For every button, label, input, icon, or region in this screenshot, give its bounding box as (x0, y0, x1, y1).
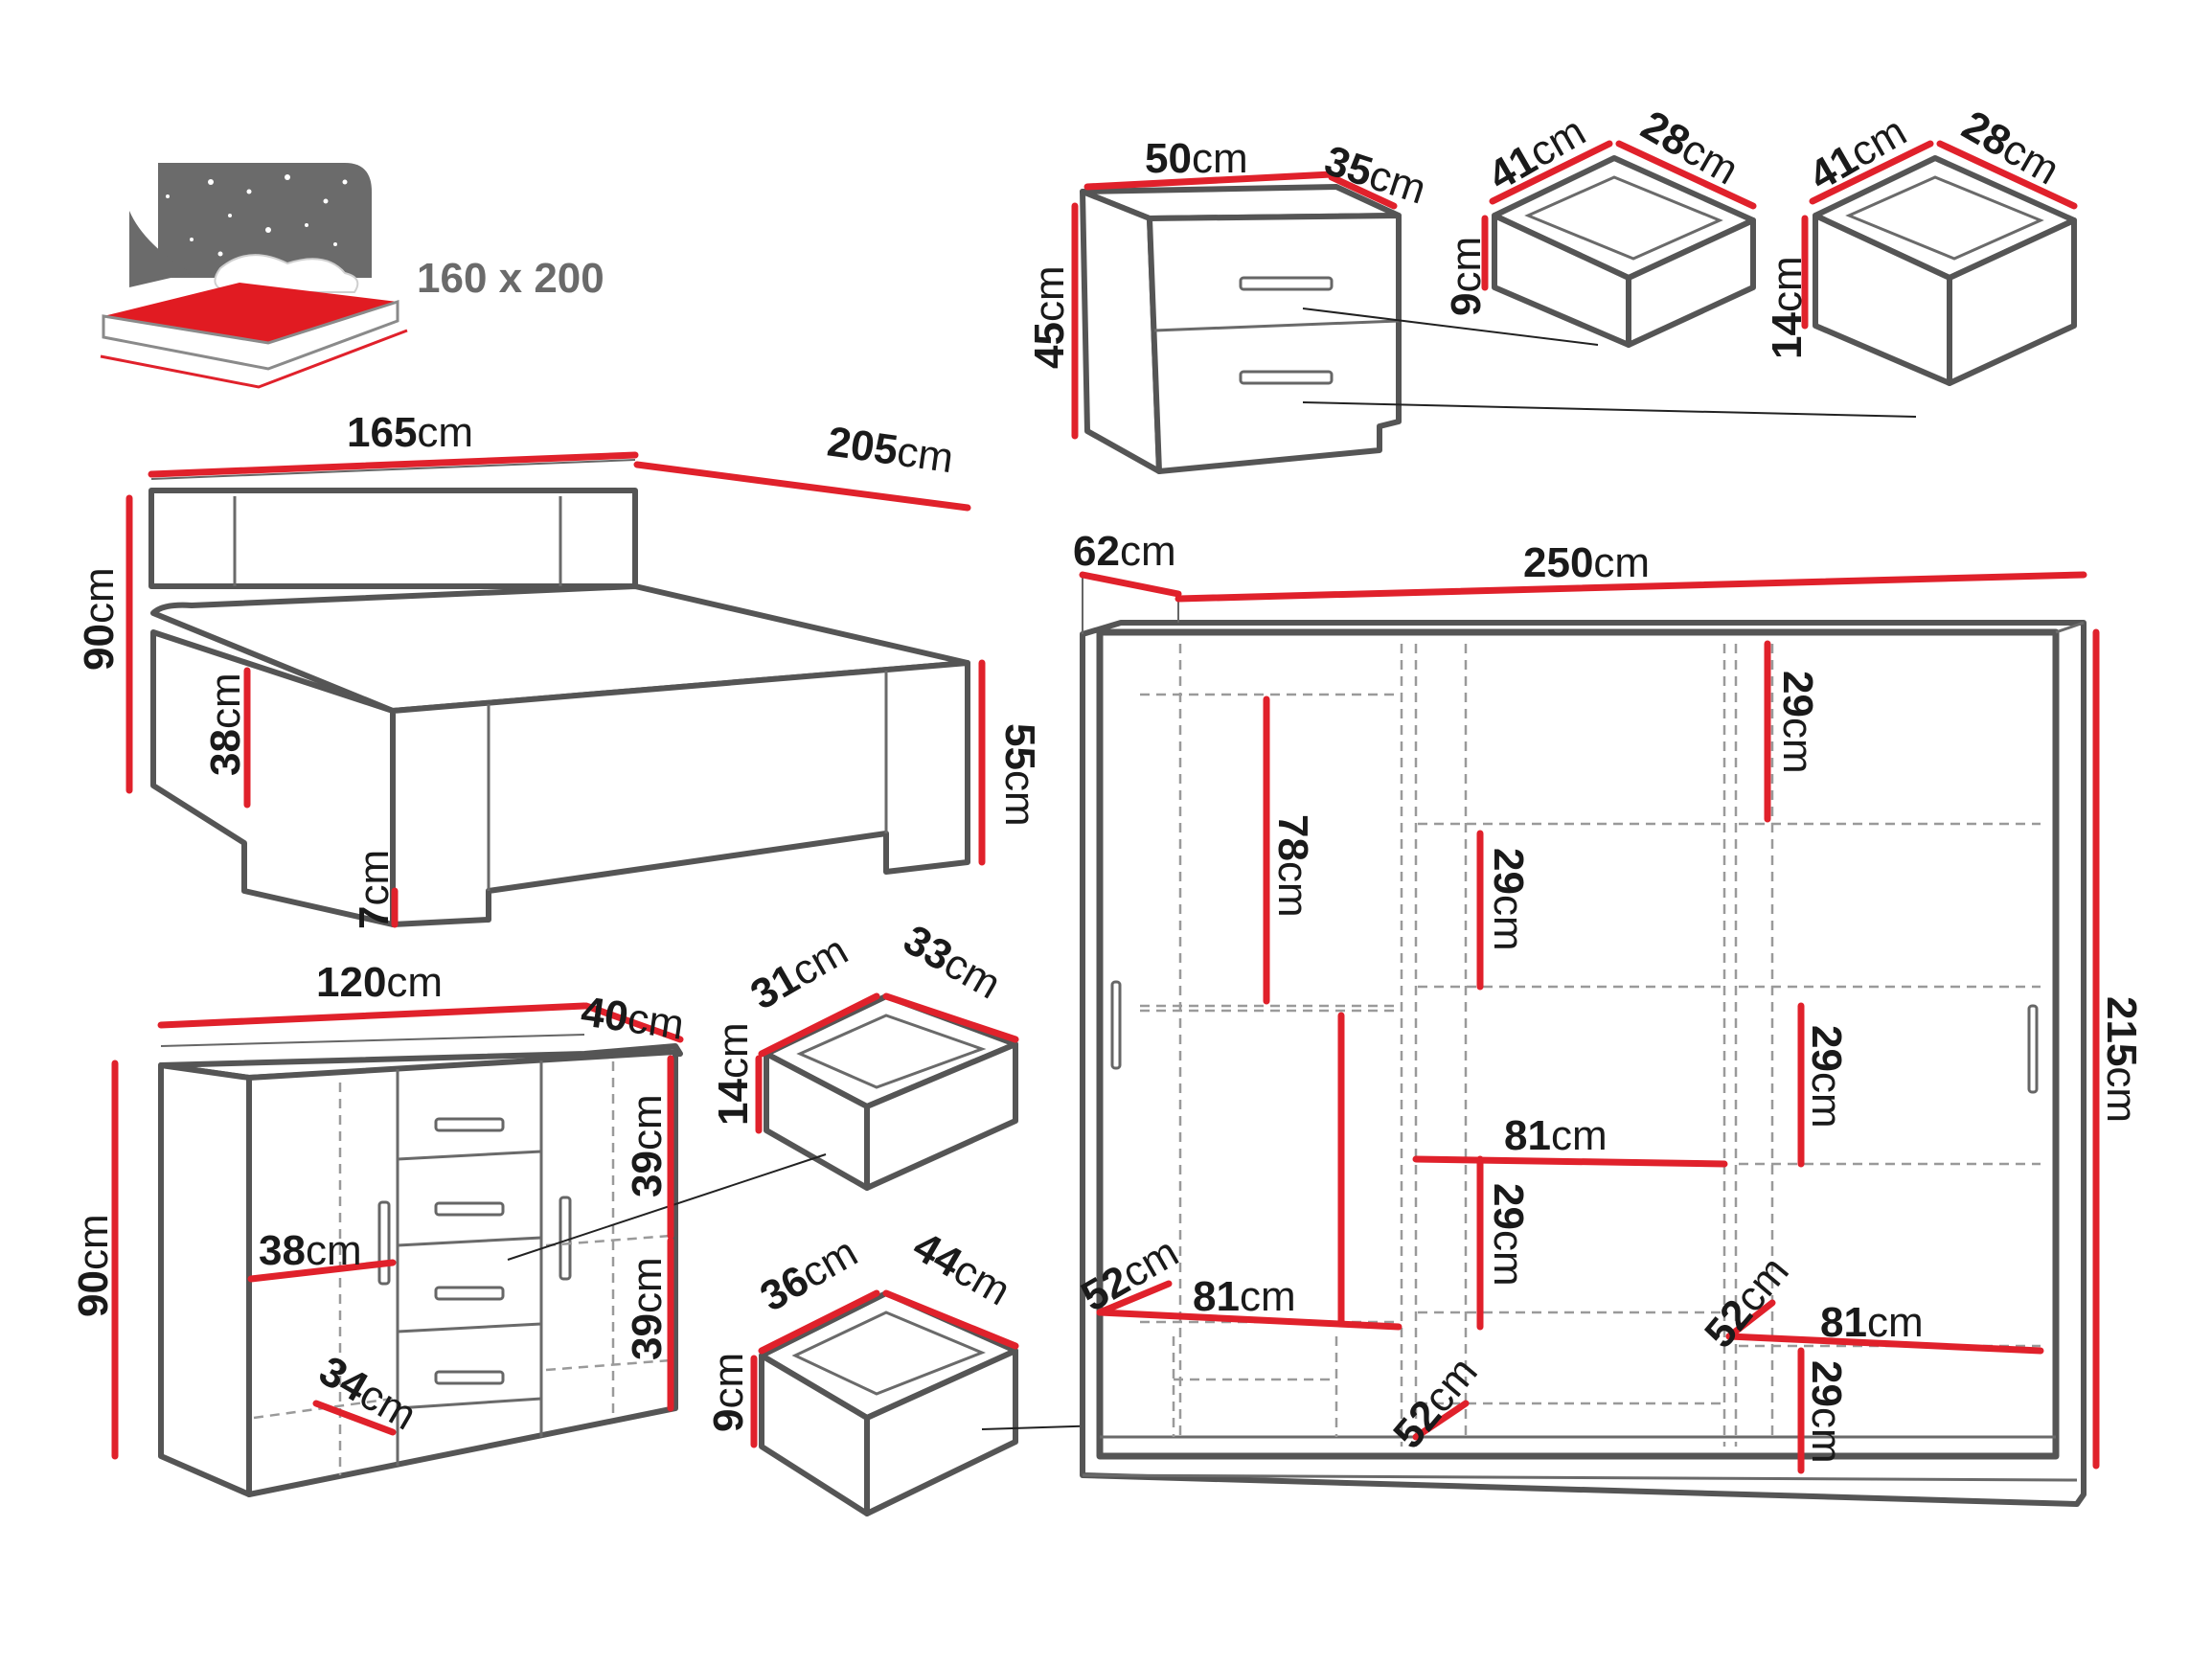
nightstand (1080, 184, 1402, 474)
mattress-side-icon (102, 299, 399, 371)
wardrobe (1080, 575, 2087, 1507)
label-small-drawer-height: 14cm (710, 1022, 757, 1126)
dim-ns-depth (1328, 173, 1398, 210)
dimension-lines (111, 140, 2100, 1474)
dim-dt-depth (1615, 140, 1757, 210)
label-bed-width: 165cm (347, 409, 473, 456)
nightstand-handle-bottom (1239, 370, 1334, 385)
dresser (158, 1034, 683, 1497)
dim-wr-width (1174, 571, 2087, 603)
wardrobe-front (1096, 628, 2060, 1460)
label-dresser-lower-height: 39cm (624, 1257, 671, 1360)
label-large-drawer-height: 9cm (705, 1353, 752, 1432)
dresser-side (158, 1062, 252, 1497)
dim-dr-width (157, 1002, 588, 1029)
headboard-starry-icon (158, 163, 372, 278)
dim-bed-length (633, 461, 971, 512)
bed (148, 459, 970, 927)
label-bed-side-height: 38cm (202, 672, 249, 776)
label-wardrobe-width: 250cm (1523, 539, 1650, 586)
dim-ld-depth (882, 1289, 1019, 1350)
leader-drawer-bottom (1302, 401, 1917, 418)
label-dresser-height: 90cm (70, 1214, 117, 1317)
bed-mattress-icon: 160 x 200 (100, 163, 604, 389)
label-wardrobe-depth: 62cm (1073, 528, 1176, 575)
dim-dr-shelfd (312, 1400, 397, 1436)
label-bed-leg-height: 7cm (351, 850, 398, 929)
label-bed-frame-height: 55cm (996, 723, 1043, 827)
label-wardrobe-middle-width: 81cm (1504, 1112, 1608, 1159)
label-dresser-shelf-width: 38cm (259, 1227, 362, 1274)
label-bed-height: 90cm (76, 567, 123, 671)
label-bed-length: 205cm (825, 418, 957, 482)
label-nightstand-width: 50cm (1145, 135, 1248, 182)
dim-wr-mw (1412, 1155, 1728, 1168)
dresser-drawer-large (759, 1290, 1018, 1516)
label-wardrobe-hanging-height: 78cm (1269, 814, 1316, 918)
dresser-drawer-small (764, 993, 1018, 1191)
dim-db-depth (1936, 140, 2078, 210)
label-wardrobe-left-width: 81cm (1193, 1273, 1296, 1320)
dim-wr-rw (1725, 1333, 2044, 1355)
label-dresser-upper-height: 39cm (624, 1094, 671, 1197)
nightstand-drawer-bottom (1813, 155, 2077, 386)
label-wardrobe-right-shelf-3: 29cm (1803, 1360, 1850, 1464)
bed-headboard (148, 488, 638, 589)
stars-icon (166, 174, 348, 257)
dresser-handle-left (377, 1200, 391, 1286)
wardrobe-body (1080, 620, 2087, 1507)
label-wardrobe-middle-shelf-1: 29cm (1485, 848, 1532, 951)
label-dresser-depth: 40cm (579, 988, 687, 1048)
dim-ld-width (758, 1289, 880, 1355)
dresser-front (246, 1049, 678, 1497)
dim-ns-width (1083, 171, 1335, 191)
dresser-handle-right (559, 1196, 572, 1281)
dim-wr-ld (1096, 1280, 1173, 1316)
label-nightstand-height: 45cm (1026, 265, 1073, 369)
label-small-drawer-width: 31cm (743, 926, 856, 1018)
label-large-drawer-depth: 44cm (905, 1222, 1018, 1314)
dim-dt-width (1489, 140, 1613, 205)
label-drawer-top-height: 9cm (1443, 237, 1490, 316)
dim-sd-depth (882, 992, 1019, 1043)
label-small-drawer-depth: 33cm (896, 916, 1009, 1008)
dim-wr-lw (1096, 1309, 1402, 1331)
dim-wr-md (1412, 1400, 1470, 1441)
label-wardrobe-right-shelf-1: 29cm (1774, 671, 1821, 774)
label-drawer-bottom-height: 14cm (1764, 256, 1811, 359)
nightstand-drawer-top (1492, 155, 1756, 348)
label-wardrobe-height: 215cm (2098, 996, 2145, 1123)
label-wardrobe-middle-shelf-2: 29cm (1485, 1183, 1532, 1287)
nightstand-front (1147, 213, 1402, 474)
dim-wr-depth (1079, 571, 1182, 598)
headboard-wing-icon (129, 211, 192, 287)
mattress-size-label: 160 x 200 (417, 255, 604, 302)
dim-db-width (1809, 140, 1934, 205)
leader-drawer-top (1302, 308, 1599, 346)
wardrobe-handle-right (2027, 1004, 2039, 1094)
leader-dresser-drawer (507, 1153, 827, 1261)
mattress-size-arrow (100, 329, 408, 389)
nightstand-handle-top (1239, 276, 1334, 291)
label-wardrobe-right-width: 81cm (1820, 1299, 1924, 1346)
wardrobe-handle-left (1110, 980, 1122, 1070)
dim-dr-depth (582, 1002, 684, 1043)
dim-dr-shelf (247, 1259, 397, 1283)
label-wardrobe-right-shelf-2: 29cm (1803, 1025, 1850, 1128)
label-dresser-width: 120cm (316, 959, 443, 1006)
bed-footboard (390, 660, 970, 927)
dim-bed-width (148, 451, 639, 478)
dim-wr-rd (1725, 1299, 1776, 1340)
dim-sd-width (758, 992, 880, 1058)
